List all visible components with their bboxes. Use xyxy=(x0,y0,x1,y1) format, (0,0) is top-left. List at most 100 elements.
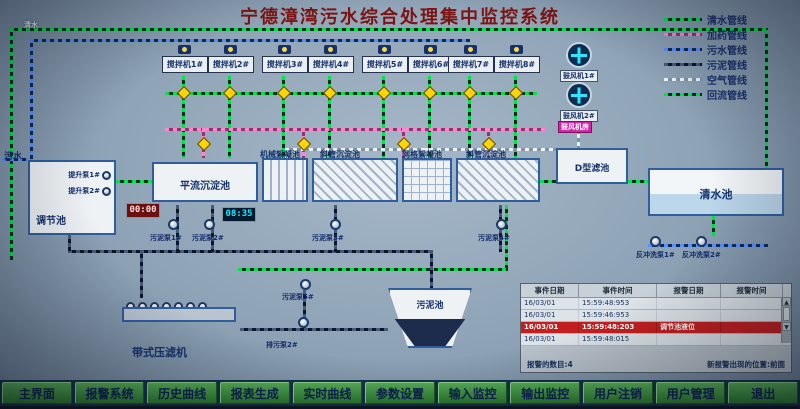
legend-label: 空气管线 xyxy=(707,76,747,87)
mixer-2[interactable]: 搅拌机2# xyxy=(208,56,254,73)
nav-user-manage-button[interactable]: 用户管理 xyxy=(655,382,726,404)
sludge-pump-3-label: 污泥泵3# xyxy=(312,234,344,242)
alarm-row-active[interactable]: 16/03/01 15:59:48:203 调节池液位 xyxy=(521,322,791,334)
legend-row: 空气管线 xyxy=(664,72,794,87)
mixer-3[interactable]: 搅拌机3# xyxy=(262,56,308,73)
sludge-pump-1-label: 污泥泵1# xyxy=(150,234,182,242)
pipe-segment xyxy=(182,76,185,158)
mixer-4[interactable]: 搅拌机4# xyxy=(308,56,354,73)
alarm-position-text: 新报警出现的位置:前面 xyxy=(707,360,785,369)
legend-row: 加药管线 xyxy=(664,27,794,42)
alarm-row[interactable]: 16/03/01 15:59:48:953 xyxy=(521,298,791,310)
motor-icon xyxy=(424,45,437,54)
mixer-5[interactable]: 搅拌机5# xyxy=(362,56,408,73)
pipe-segment xyxy=(382,76,385,158)
pipe-segment xyxy=(68,235,71,252)
pipe-segment xyxy=(238,268,508,271)
alarm-header-cell: 事件日期 xyxy=(521,284,579,297)
pump-icon[interactable] xyxy=(102,186,111,196)
pump-icon[interactable] xyxy=(168,219,179,230)
alarm-header-cell: 报警时间 xyxy=(721,284,783,297)
pump-icon[interactable] xyxy=(300,279,311,290)
legend-label: 回流管线 xyxy=(707,91,747,102)
valve-icon[interactable] xyxy=(508,85,524,101)
alarm-cell: 16/03/01 xyxy=(521,298,579,309)
alarm-footer: 报警的数目:4 新报警出现的位置:前面 xyxy=(521,357,791,372)
pump-icon[interactable] xyxy=(298,317,309,328)
tank-mech-floc xyxy=(262,158,308,202)
pipe-segment xyxy=(514,76,517,158)
nav-parameter-button[interactable]: 参数设置 xyxy=(365,382,435,404)
alarm-cell xyxy=(721,322,783,333)
nav-output-monitor-button[interactable]: 输出监控 xyxy=(510,382,581,404)
scroll-up-icon[interactable]: ▲ xyxy=(782,297,791,306)
alarm-cell xyxy=(657,298,721,309)
pump-icon[interactable] xyxy=(102,170,111,180)
scroll-down-icon[interactable]: ▼ xyxy=(782,322,791,331)
nav-history-curve-button[interactable]: 历史曲线 xyxy=(147,382,217,404)
alarm-row[interactable]: 16/03/01 15:59:48:015 xyxy=(521,334,791,346)
mixer-8[interactable]: 搅拌机8# xyxy=(494,56,540,73)
pump-icon[interactable] xyxy=(496,219,507,230)
pipe-segment xyxy=(430,250,433,290)
nav-report-button[interactable]: 报表生成 xyxy=(219,382,290,404)
alarm-header-cell: 事件时间 xyxy=(579,284,657,297)
alarm-panel: 事件日期 事件时间 报警日期 报警时间 16/03/01 15:59:48:95… xyxy=(520,283,792,373)
air-line-icon xyxy=(664,78,702,81)
pipe-segment xyxy=(505,205,508,268)
pipe-segment xyxy=(165,92,537,95)
pump-icon[interactable] xyxy=(650,236,661,247)
dosing-line-icon xyxy=(664,33,702,36)
nav-exit-button[interactable]: 退出 xyxy=(728,382,799,404)
alarm-cell xyxy=(721,310,783,321)
sludge-pump-5-label: 污泥泵5# xyxy=(282,293,314,301)
pipe-segment xyxy=(228,76,231,158)
blower-fan-icon[interactable] xyxy=(566,42,592,68)
tank-mech-floc-label: 机械絮凝池 xyxy=(260,150,300,159)
tank-inclined-sed-2 xyxy=(456,158,540,202)
pipe-segment xyxy=(2,158,28,161)
alarm-cell: 16/03/01 xyxy=(521,334,579,345)
pipe-segment xyxy=(303,290,306,330)
pipe-segment xyxy=(10,28,13,260)
mixer-7[interactable]: 搅拌机7# xyxy=(448,56,494,73)
tank-regulating-label: 调节池 xyxy=(36,216,66,227)
valve-icon[interactable] xyxy=(276,85,292,101)
valve-icon[interactable] xyxy=(222,85,238,101)
mixer-1[interactable]: 搅拌机1# xyxy=(162,56,208,73)
alarm-cell: 15:59:48:203 xyxy=(579,322,657,333)
tank-clear-water-label: 清水池 xyxy=(699,188,733,201)
nav-alarm-button[interactable]: 报警系统 xyxy=(74,382,145,404)
pipe-segment xyxy=(712,216,715,236)
nav-realtime-curve-button[interactable]: 实时曲线 xyxy=(292,382,363,404)
scroll-thumb[interactable] xyxy=(783,307,790,321)
backwash-pump-2-label: 反冲洗泵2# xyxy=(682,251,721,259)
top-left-label: 清水 xyxy=(24,21,38,29)
nav-main-button[interactable]: 主界面 xyxy=(2,382,72,404)
pump-icon[interactable] xyxy=(204,219,215,230)
sludge-fill xyxy=(394,319,466,346)
valve-icon[interactable] xyxy=(462,85,478,101)
nav-logout-button[interactable]: 用户注销 xyxy=(583,382,653,404)
alarm-row[interactable]: 16/03/01 15:59:46:953 xyxy=(521,310,791,322)
valve-icon[interactable] xyxy=(322,85,338,101)
alarm-cell: 15:59:48:953 xyxy=(579,298,657,309)
nav-input-monitor-button[interactable]: 输入监控 xyxy=(437,382,508,404)
blower-fan-icon[interactable] xyxy=(566,82,592,108)
tank-sludge-label: 污泥池 xyxy=(416,301,444,311)
valve-icon[interactable] xyxy=(376,85,392,101)
valve-icon[interactable] xyxy=(422,85,438,101)
alarm-cell xyxy=(721,334,783,345)
sludge-pump-2-label: 污泥泵2# xyxy=(192,234,224,242)
motor-icon xyxy=(510,45,523,54)
pipe-segment xyxy=(30,39,33,160)
blower-room-label: 鼓风机房 xyxy=(558,121,592,133)
alarm-scrollbar[interactable]: ▲ ▼ xyxy=(781,297,791,343)
valve-icon[interactable] xyxy=(176,85,192,101)
motor-icon xyxy=(464,45,477,54)
pump-icon[interactable] xyxy=(696,236,707,247)
motor-icon xyxy=(324,45,337,54)
valve-icon[interactable] xyxy=(196,136,212,152)
pump-icon[interactable] xyxy=(330,219,341,230)
bottom-navbar: 主界面 报警系统 历史曲线 报表生成 实时曲线 参数设置 输入监控 输出监控 用… xyxy=(0,380,800,406)
